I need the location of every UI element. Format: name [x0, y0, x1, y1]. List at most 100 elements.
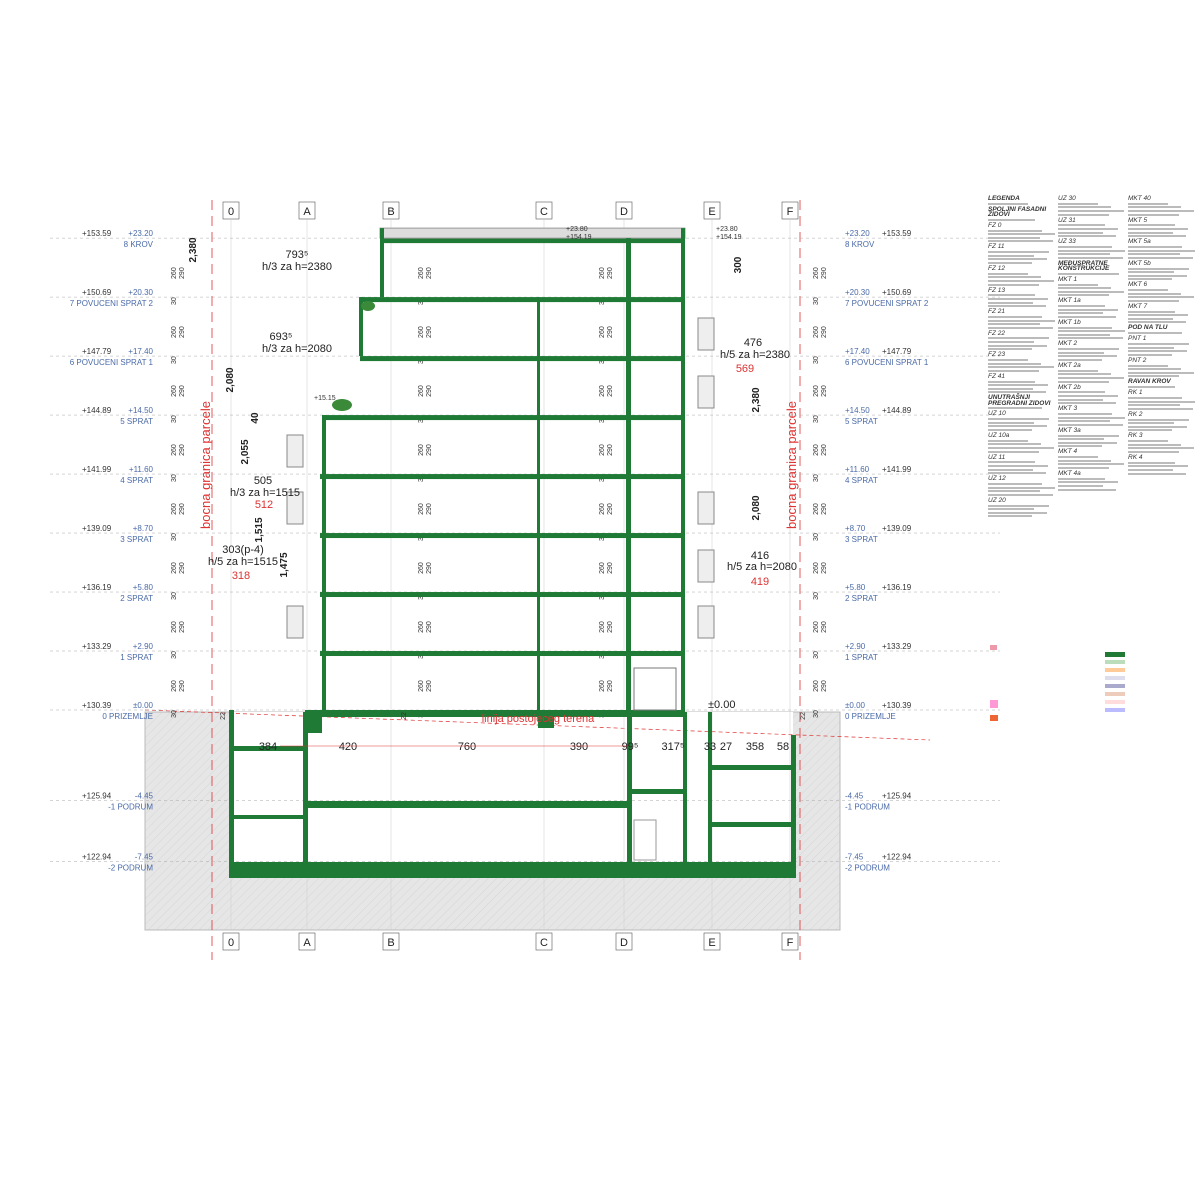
distance-required: 569 [736, 363, 754, 375]
legend-text-line [1128, 343, 1189, 346]
window [286, 605, 304, 639]
legend-text-line [988, 261, 1032, 264]
axis-box-D [615, 932, 633, 951]
legend-text-line [1058, 351, 1104, 354]
wall [322, 415, 326, 710]
level-relative: +8.70 [133, 524, 154, 533]
level-relative: +17.40 [128, 347, 153, 356]
stair [633, 819, 657, 861]
level-name: 3 SPRAT [120, 535, 153, 544]
axis-box-D [615, 201, 633, 220]
floor-height: 290 [179, 621, 186, 633]
legend-text-line [1128, 440, 1168, 443]
legend-text-line [1128, 429, 1172, 432]
legend-heading: POD NA TLU [1128, 324, 1168, 332]
floor-height: 260 [171, 326, 178, 338]
level-absolute-right: +122.94 [882, 853, 912, 862]
floor-height: 260 [171, 680, 178, 692]
hatch-key [990, 645, 1125, 721]
floor-slab [630, 789, 683, 794]
legend-code: MKT 1b [1058, 318, 1081, 326]
axis-label-C: C [540, 206, 548, 218]
level-name-right: 6 POVUCENI SPRAT 1 [845, 358, 929, 367]
floor-height: 290 [821, 326, 828, 338]
legend-code: FZ 12 [988, 264, 1005, 272]
wall [681, 228, 685, 713]
level-relative-right: ±0.00 [845, 701, 866, 710]
distance-rule: h/5 za h=2380 [720, 349, 790, 361]
legend-text-line [1128, 407, 1193, 410]
axis-box-F [781, 201, 799, 220]
level-absolute-right: +147.79 [882, 347, 912, 356]
axis-label-D: D [620, 206, 628, 218]
legend-text-line [1128, 245, 1182, 248]
level-absolute: +144.89 [82, 406, 112, 415]
legend-text-line [1058, 287, 1111, 290]
level-relative: -7.45 [135, 853, 154, 862]
floor-height: 290 [821, 503, 828, 515]
legend-text-line [1128, 443, 1181, 446]
legend-text-line [1128, 353, 1172, 356]
height-dimension: 300 [733, 256, 744, 273]
slab-thickness: 30 [813, 533, 820, 541]
distance-rule: h/5 za h=2080 [727, 561, 797, 573]
level-relative-right: +17.40 [845, 347, 870, 356]
floor-slab [322, 415, 685, 421]
distance-value: 693⁵ [270, 331, 293, 343]
level-name: 5 SPRAT [120, 417, 153, 426]
basement-dimension: 384 [259, 741, 277, 753]
legend-text-line [988, 344, 1047, 347]
legend-text-line [988, 359, 1028, 362]
floor-height: 290 [607, 562, 614, 574]
legend-text-line [1058, 326, 1112, 329]
legend-code: FZ 21 [988, 308, 1005, 316]
floor-height: 290 [821, 680, 828, 692]
basement-dimension: 317⁵ [662, 741, 685, 753]
axis-box-E [703, 932, 721, 951]
legend-text-line [988, 515, 1032, 518]
legend-text-line [1128, 350, 1187, 353]
legend-text-line [1128, 425, 1187, 428]
axis-label-B: B [387, 937, 394, 949]
basement-dimension: 760 [458, 741, 476, 753]
floor-height: 260 [599, 621, 606, 633]
legend-code: UZ 10a [988, 432, 1010, 439]
legend-text-line [1128, 278, 1172, 281]
floor-height: 290 [179, 326, 186, 338]
legend-text-line [988, 468, 1033, 471]
wall [626, 238, 631, 713]
legend-text-line [1128, 465, 1188, 468]
legend-code: RK 2 [1128, 410, 1143, 418]
legend-text-line [1058, 441, 1117, 444]
floor-height: 260 [599, 562, 606, 574]
slab-thickness: 30 [813, 651, 820, 659]
floor-height: 290 [179, 385, 186, 397]
distance-rule: h/5 za h=1515 [208, 556, 278, 568]
legend-text-line [1058, 290, 1124, 293]
level-name: 8 KROV [124, 240, 154, 249]
axis-label-F: F [787, 206, 794, 218]
legend-text-line [1058, 463, 1124, 466]
floor-height: 260 [813, 267, 820, 279]
axis-label-E: E [708, 206, 715, 218]
floor-slab [320, 592, 685, 598]
basement-dimension: 358 [746, 741, 764, 753]
wall [303, 712, 308, 878]
level-absolute-right: +153.59 [882, 229, 912, 238]
floor-height: 290 [607, 444, 614, 456]
floor-slab [380, 238, 685, 244]
legend-text-line [1128, 224, 1175, 227]
legend-text-line [1128, 231, 1173, 234]
axis-label-A: A [303, 206, 311, 218]
floor-slab [360, 356, 685, 362]
floor-height: 290 [179, 267, 186, 279]
legend-text-line [988, 461, 1035, 464]
legend-text-line [1058, 308, 1118, 311]
legend-text-line [1128, 321, 1186, 324]
axis-box-B [382, 932, 400, 951]
legend-text-line [1058, 402, 1116, 405]
legend-text-line [1058, 224, 1105, 227]
terrace-elevation: +15.15 [314, 395, 336, 402]
legend-text-line [988, 421, 1034, 424]
